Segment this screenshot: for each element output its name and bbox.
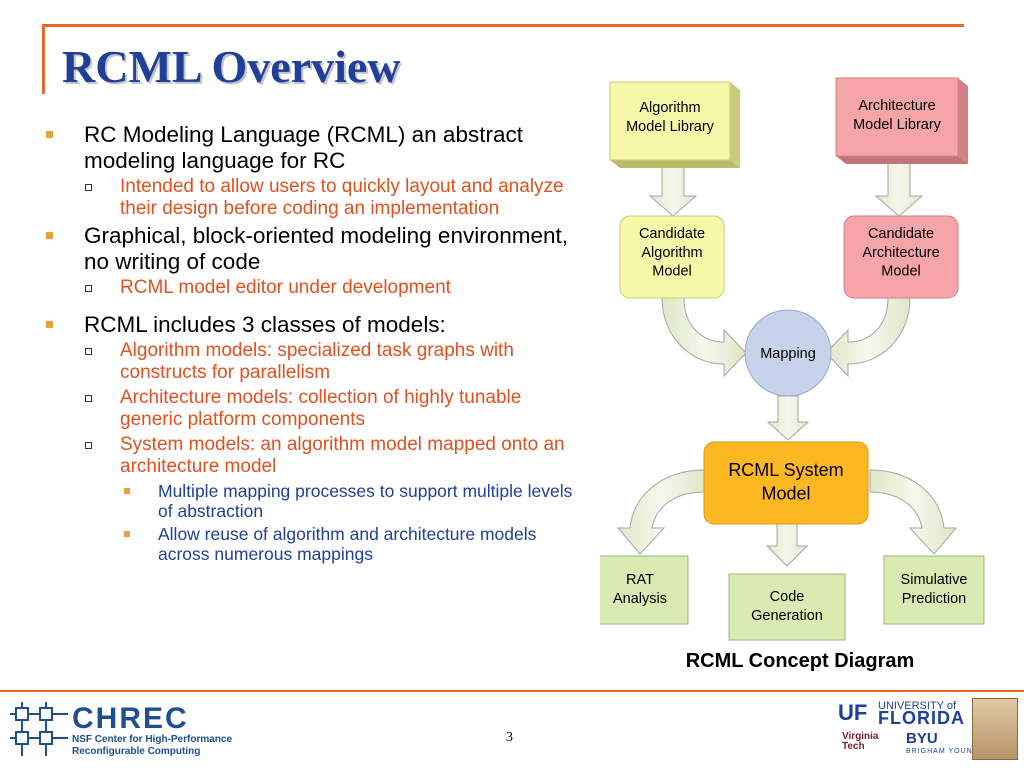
architecture-library-label-line: Model Library <box>853 117 942 133</box>
bullet-level-1: RC Modeling Language (RCML) an abstract … <box>46 122 586 174</box>
bullet-level-2: Architecture models: collection of highl… <box>46 387 586 431</box>
bullet-level-3: Allow reuse of algorithm and architectur… <box>46 524 586 564</box>
bullet-text: Multiple mapping processes to support mu… <box>158 481 573 521</box>
mapping-label: Mapping <box>760 346 816 362</box>
bullet-marker-icon <box>46 131 53 138</box>
simulative-prediction-label-line: Simulative <box>901 572 968 588</box>
bullet-text: Architecture models: collection of highl… <box>120 387 522 430</box>
bullet-level-1: RCML includes 3 classes of models: <box>46 312 586 338</box>
system-model-label-line: Model <box>761 483 810 503</box>
title-frame-top <box>42 24 964 27</box>
candidate-architecture-label-line: Architecture <box>862 245 939 261</box>
byu-logo: BYU <box>906 730 938 747</box>
bullet-level-2: RCML model editor under development <box>46 277 586 299</box>
bullet-level-2: Intended to allow users to quickly layou… <box>46 176 586 220</box>
algorithm-library-label-line: Model Library <box>626 119 715 135</box>
algorithm-library-label-line: Algorithm <box>639 100 700 116</box>
candidate-architecture-label-line: Model <box>881 264 921 280</box>
title-frame-left <box>42 24 45 94</box>
rat-analysis-label-line: RAT <box>626 572 654 588</box>
vt-line-1: Virginia <box>842 731 879 742</box>
bullet-level-2: System models: an algorithm model mapped… <box>46 434 586 478</box>
arrow-candidate-architecture-to-mapping <box>825 297 911 378</box>
bullet-marker-icon <box>85 285 92 292</box>
bullet-marker-icon <box>124 531 130 537</box>
footer-divider <box>0 690 1024 692</box>
bullet-marker-icon <box>46 321 53 328</box>
slide-title: RCML Overview <box>62 41 401 92</box>
virginia-tech-logo: Virginia Tech <box>842 732 879 752</box>
architecture-library-label-line: Architecture <box>858 98 935 114</box>
arrow-architecture-library-to-candidate <box>874 157 924 217</box>
simulative-prediction-label-line: Prediction <box>902 591 966 607</box>
bullet-text: RCML includes 3 classes of models: <box>84 312 446 337</box>
rat-analysis-label: RAT Analysis <box>613 572 667 607</box>
chrec-subtitle-line-1: NSF Center for High-Performance <box>72 734 233 745</box>
mapping-label-line: Mapping <box>760 346 816 362</box>
arrow-system-model-to-simulative <box>869 469 958 555</box>
bullet-marker-icon <box>85 442 92 449</box>
bullet-text: Algorithm models: specialized task graph… <box>120 340 514 383</box>
arrow-mapping-to-system-model <box>766 395 810 441</box>
chrec-name: CHREC <box>72 702 189 735</box>
bullet-level-1: Graphical, block-oriented modeling envir… <box>46 223 586 275</box>
uf-wordmark-bottom: FLORIDA <box>878 708 965 728</box>
page-number: 3 <box>506 730 513 745</box>
bullet-text: Intended to allow users to quickly layou… <box>120 176 564 219</box>
george-washington-seal-icon <box>972 698 1018 760</box>
bullet-text: RCML model editor under development <box>120 277 451 298</box>
bullet-marker-icon <box>124 488 130 494</box>
chrec-subtitle: NSF Center for High-Performance Reconfig… <box>72 734 232 758</box>
byu-subtitle: BRIGHAM YOUNG <box>906 748 980 755</box>
diagram-caption: RCML Concept Diagram <box>685 650 915 672</box>
candidate-architecture-label-line: Candidate <box>868 226 934 242</box>
mapping-node: Mapping <box>744 309 832 397</box>
arrow-system-model-to-code-generation <box>765 523 809 567</box>
rat-analysis: RAT Analysis <box>600 555 689 625</box>
vt-line-2: Tech <box>842 741 865 752</box>
uf-logo: UF <box>838 700 868 725</box>
chrec-subtitle-line-2: Reconfigurable Computing <box>72 746 201 757</box>
bullet-level-3: Multiple mapping processes to support mu… <box>46 481 586 521</box>
candidate-algorithm-label-line: Model <box>652 264 692 280</box>
bullet-text: RC Modeling Language (RCML) an abstract … <box>84 122 523 173</box>
rat-analysis-label-line: Analysis <box>613 591 667 607</box>
bullet-marker-icon <box>85 184 92 191</box>
code-generation-label-line: Code <box>770 589 805 605</box>
arrow-candidate-algorithm-to-mapping <box>661 297 747 378</box>
bullet-text: Allow reuse of algorithm and architectur… <box>158 524 537 564</box>
candidate-algorithm-label-line: Candidate <box>639 226 705 242</box>
system-model-label-line: RCML System <box>728 460 843 480</box>
bullet-marker-icon <box>85 395 92 402</box>
bullet-list: RC Modeling Language (RCML) an abstract … <box>46 122 586 567</box>
code-generation-label-line: Generation <box>751 608 823 624</box>
candidate-algorithm-label-line: Algorithm <box>641 245 702 261</box>
uf-wordmark: UNIVERSITY of FLORIDA <box>878 700 965 728</box>
bullet-marker-icon <box>85 348 92 355</box>
bullet-gap <box>46 302 586 312</box>
bullet-text: Graphical, block-oriented modeling envir… <box>84 223 569 274</box>
chrec-logo-icon <box>10 702 68 756</box>
bullet-marker-icon <box>46 232 53 239</box>
uf-wordmark-top: UNIVERSITY of <box>878 700 957 712</box>
bullet-level-2: Algorithm models: specialized task graph… <box>46 340 586 384</box>
arrow-system-model-to-rat <box>616 469 705 555</box>
bullet-text: System models: an algorithm model mapped… <box>120 434 565 477</box>
